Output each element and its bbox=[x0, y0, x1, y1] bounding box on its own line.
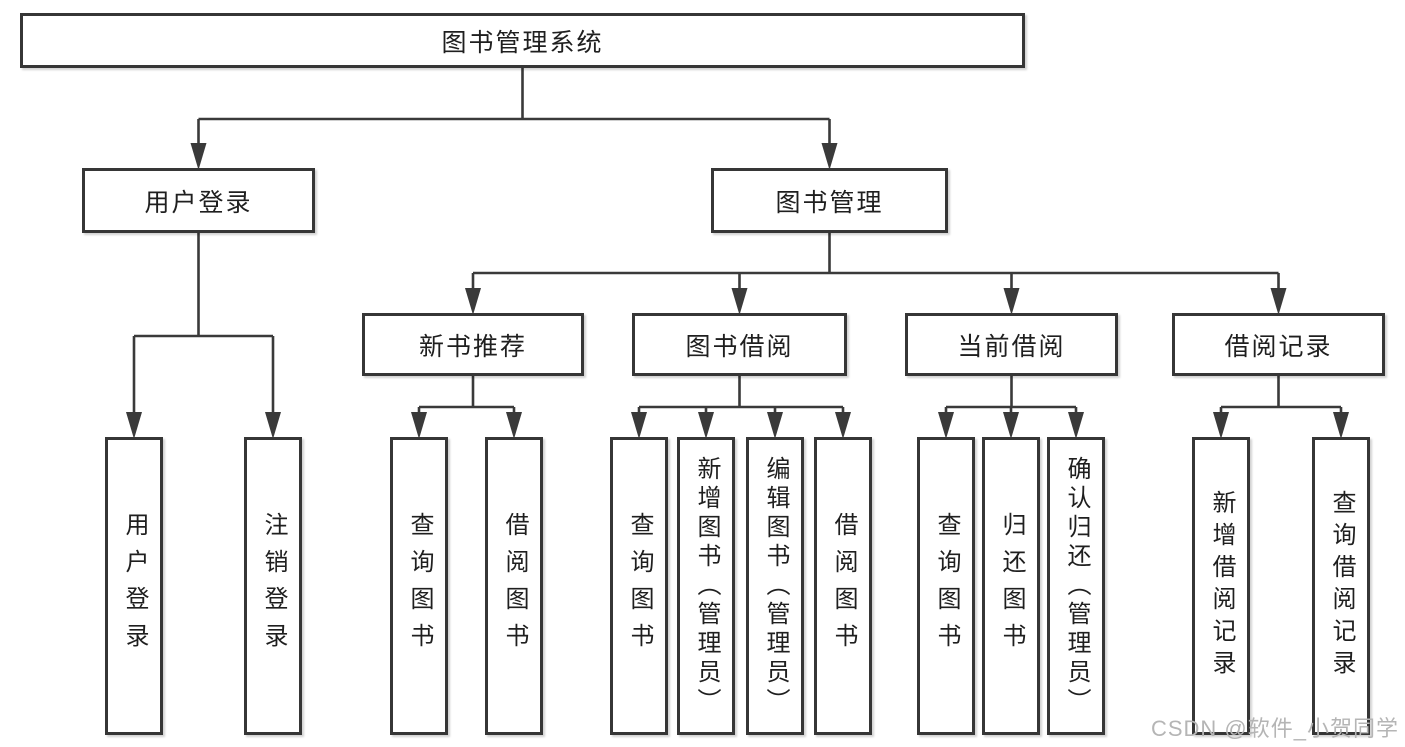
arrowhead-icon bbox=[126, 412, 142, 439]
watermark: CSDN @软件_小贺同学 bbox=[1150, 716, 1399, 741]
arrowhead-icon bbox=[1213, 412, 1229, 439]
arrowhead-icon bbox=[411, 412, 427, 439]
node-leaf-borrow-book-1: 借阅图书 bbox=[485, 437, 543, 735]
node-label: 用户登录 bbox=[144, 188, 253, 217]
arrowhead-icon bbox=[835, 412, 851, 439]
node-book-management: 图书管理 bbox=[711, 168, 948, 233]
arrowhead-icon bbox=[1003, 288, 1020, 315]
node-current-borrow: 当前借阅 bbox=[905, 313, 1118, 376]
node-leaf-user-login: 用户登录 bbox=[105, 437, 163, 735]
node-label: 查询图书 bbox=[626, 512, 653, 660]
node-label: 查询图书 bbox=[933, 512, 960, 660]
node-label: 归还图书 bbox=[998, 512, 1025, 660]
node-book-borrow: 图书借阅 bbox=[632, 313, 847, 376]
node-label: 图书借阅 bbox=[685, 332, 794, 361]
node-label: 注销登录 bbox=[260, 512, 287, 660]
node-label: 新增图书（管理员） bbox=[693, 455, 720, 717]
node-label: 新书推荐 bbox=[418, 332, 527, 361]
node-system: 图书管理系统 bbox=[20, 13, 1025, 68]
node-new-book-recommend: 新书推荐 bbox=[362, 313, 584, 376]
node-user-login: 用户登录 bbox=[82, 168, 315, 233]
node-label: 借阅图书 bbox=[501, 512, 528, 660]
arrowhead-icon bbox=[506, 412, 522, 439]
node-label: 确认归还（管理员） bbox=[1063, 455, 1090, 717]
node-borrow-records: 借阅记录 bbox=[1172, 313, 1385, 376]
arrowhead-icon bbox=[938, 412, 954, 439]
node-leaf-query-book-3: 查询图书 bbox=[917, 437, 975, 735]
arrowhead-icon bbox=[698, 412, 714, 439]
arrowhead-icon bbox=[1333, 412, 1349, 439]
node-leaf-borrow-book-2: 借阅图书 bbox=[814, 437, 872, 735]
arrowhead-icon bbox=[821, 143, 838, 170]
node-label: 用户登录 bbox=[121, 512, 148, 660]
node-leaf-query-record: 查询借阅记录 bbox=[1312, 437, 1370, 735]
node-label: 当前借阅 bbox=[957, 332, 1066, 361]
node-label: 借阅图书 bbox=[830, 512, 857, 660]
node-leaf-query-book-2: 查询图书 bbox=[610, 437, 668, 735]
arrowhead-icon bbox=[190, 143, 207, 170]
arrowhead-icon bbox=[465, 288, 481, 315]
arrowhead-icon bbox=[731, 288, 748, 315]
node-label: 图书管理系统 bbox=[441, 28, 604, 57]
node-label: 新增借阅记录 bbox=[1208, 490, 1235, 682]
arrowhead-icon bbox=[631, 412, 647, 439]
node-leaf-query-book-1: 查询图书 bbox=[390, 437, 448, 735]
node-label: 编辑图书（管理员） bbox=[762, 455, 789, 717]
node-leaf-add-book: 新增图书（管理员） bbox=[677, 437, 735, 735]
node-leaf-confirm-return: 确认归还（管理员） bbox=[1047, 437, 1105, 735]
arrowhead-icon bbox=[1068, 412, 1084, 439]
arrowhead-icon bbox=[265, 412, 281, 439]
node-label: 查询图书 bbox=[406, 512, 433, 660]
node-leaf-add-record: 新增借阅记录 bbox=[1192, 437, 1250, 735]
arrowhead-icon bbox=[1003, 412, 1019, 439]
node-leaf-logout: 注销登录 bbox=[244, 437, 302, 735]
node-label: 借阅记录 bbox=[1224, 332, 1333, 361]
node-leaf-return-book: 归还图书 bbox=[982, 437, 1040, 735]
node-label: 查询借阅记录 bbox=[1328, 490, 1355, 682]
node-label: 图书管理 bbox=[775, 188, 884, 217]
arrowhead-icon bbox=[1270, 288, 1287, 315]
node-leaf-edit-book: 编辑图书（管理员） bbox=[746, 437, 804, 735]
arrowhead-icon bbox=[767, 412, 783, 439]
